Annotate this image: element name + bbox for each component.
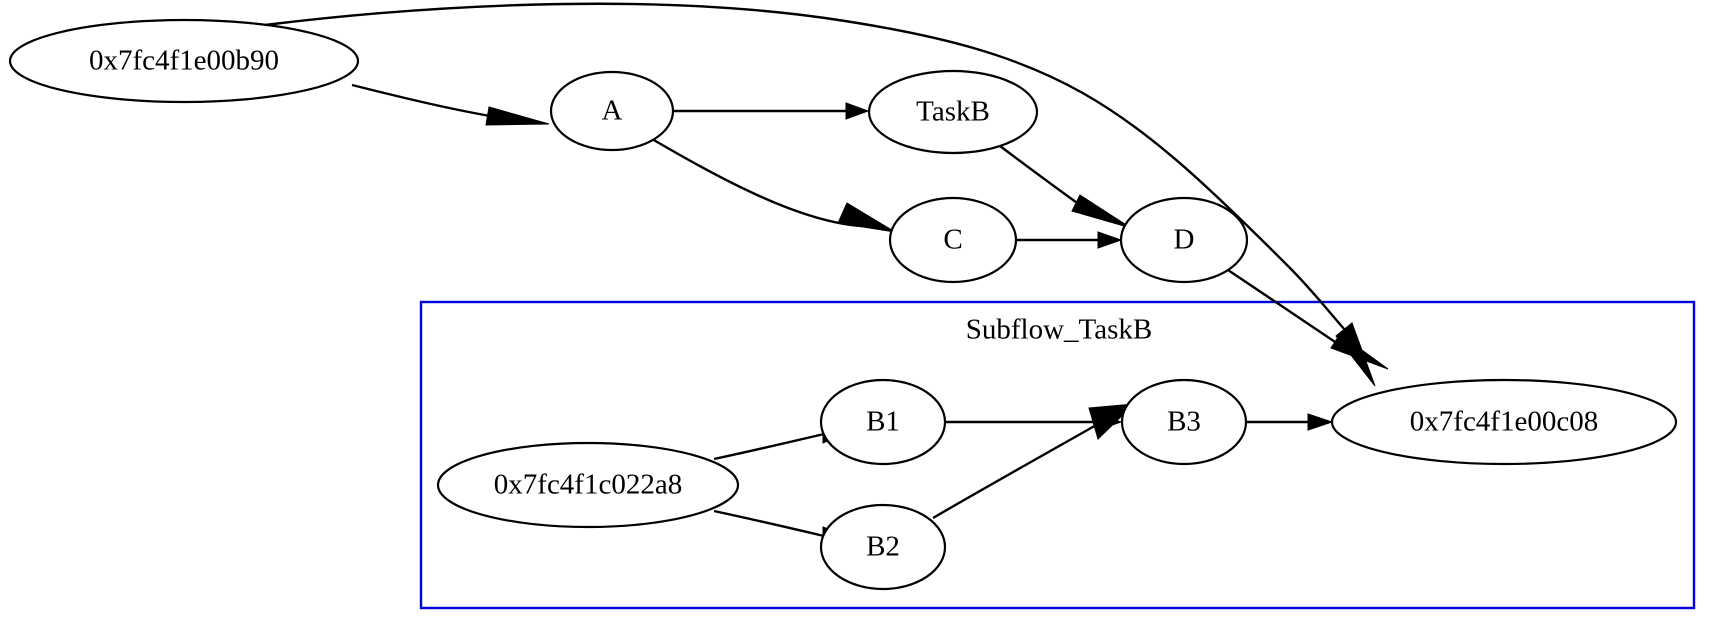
node-ellipse[interactable] [1119, 196, 1249, 284]
node-B2[interactable]: B2 [819, 503, 947, 591]
node-label: D [1174, 224, 1195, 256]
node-ellipse[interactable] [8, 18, 360, 104]
node-ellipse[interactable] [549, 70, 675, 152]
node-D[interactable]: D [1119, 196, 1249, 284]
nodes-layer: 0x7fc4f1e00b90 A TaskB C D 0x7fc4f1c022a [8, 18, 1678, 591]
edge-TaskB-to-D [999, 145, 1132, 229]
edge-C-to-D [1016, 231, 1123, 249]
edge-D-to-end [1227, 269, 1389, 370]
node-ellipse[interactable] [819, 503, 947, 591]
node-ellipse[interactable] [1120, 378, 1248, 466]
node-A[interactable]: A [549, 70, 675, 152]
node-label: 0x7fc4f1e00b90 [89, 45, 279, 77]
node-label: C [943, 224, 962, 256]
node-ellipse[interactable] [436, 441, 740, 529]
edge-A-to-C [651, 137, 896, 233]
cluster-label: Subflow_TaskB [966, 314, 1152, 346]
node-ellipse[interactable] [1330, 378, 1678, 466]
node-start[interactable]: 0x7fc4f1e00b90 [8, 18, 360, 104]
node-ellipse[interactable] [819, 378, 947, 466]
node-label: B2 [866, 531, 900, 563]
cluster-subflow-taskb: Subflow_TaskB [419, 300, 1696, 610]
edge-B3-to-end [1247, 413, 1334, 431]
node-end[interactable]: 0x7fc4f1e00c08 [1330, 378, 1678, 466]
node-ellipse[interactable] [867, 69, 1039, 155]
edge-start-to-A [351, 83, 550, 126]
node-label: B1 [866, 406, 900, 438]
node-substart[interactable]: 0x7fc4f1c022a8 [436, 441, 740, 529]
node-label: TaskB [916, 96, 990, 128]
node-TaskB[interactable]: TaskB [867, 69, 1039, 155]
node-B1[interactable]: B1 [819, 378, 947, 466]
cluster-border [419, 300, 1696, 610]
node-C[interactable]: C [888, 196, 1018, 284]
node-label: 0x7fc4f1e00c08 [1410, 406, 1598, 438]
edge-A-to-TaskB [674, 102, 870, 120]
node-label: B3 [1167, 406, 1201, 438]
edge-start-to-end [264, 2, 1376, 387]
node-label: 0x7fc4f1c022a8 [494, 469, 682, 501]
node-ellipse[interactable] [888, 196, 1018, 284]
node-B3[interactable]: B3 [1120, 378, 1248, 466]
node-label: A [602, 95, 623, 127]
